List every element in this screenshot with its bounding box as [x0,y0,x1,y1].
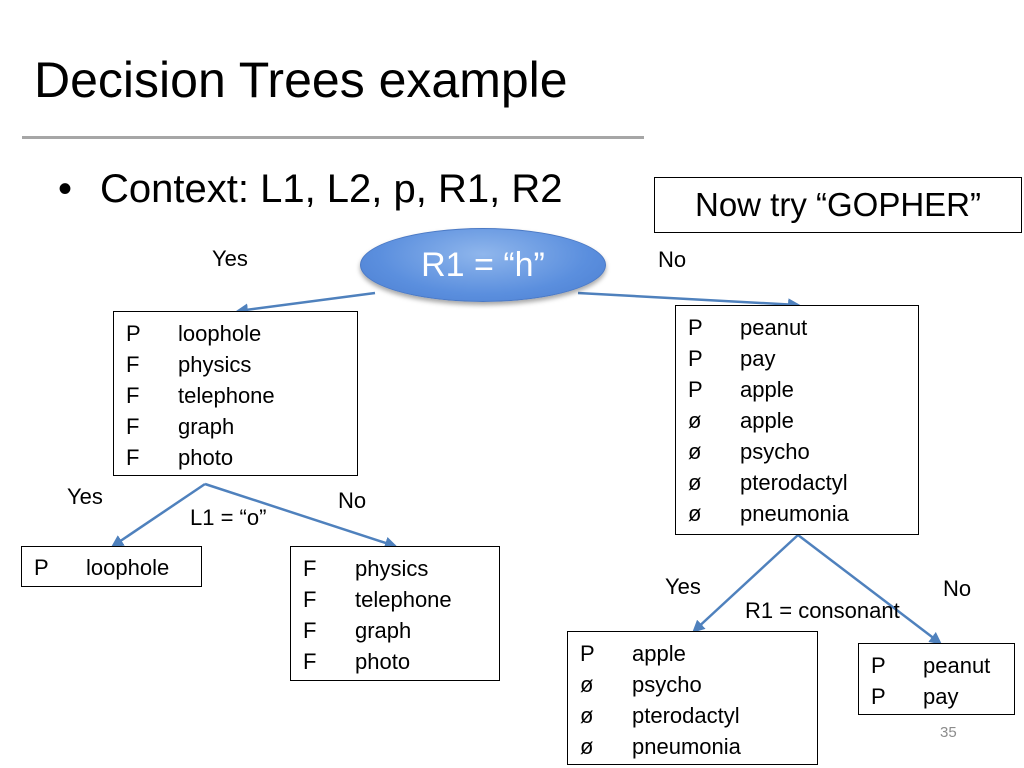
list-item: ø pneumonia [688,498,918,529]
word-text: apple [632,641,686,666]
word-text: physics [178,352,252,377]
list-item: ø psycho [688,436,918,467]
word-text: loophole [178,321,262,346]
gopher-callout-box: Now try “GOPHER” [654,177,1022,233]
right-no-label: No [943,576,972,601]
right-split-label: R1 = consonant [745,598,900,623]
right-yes-label: Yes [665,574,701,599]
class-label: ø [688,470,702,495]
class-label: F [303,649,317,674]
class-label: ø [580,734,594,759]
word-text: pay [923,684,959,709]
class-label: F [303,587,317,612]
left-no-label: No [338,488,367,513]
word-text: photo [178,445,234,470]
context-text: Context: L1, L2, p, R1, R2 [100,167,563,211]
word-text: peanut [740,315,808,340]
word-text: pterodactyl [632,703,740,728]
left-split-label: L1 = “o” [190,505,267,530]
root-no-label: No [658,247,687,272]
class-label: F [303,618,317,643]
word-text: psycho [740,439,810,464]
slide-number: 35 [940,724,957,741]
list-item: ø pterodactyl [688,467,918,498]
word-text: loophole [86,555,170,580]
edge-root-yes [235,291,376,316]
word-text: telephone [178,383,275,408]
class-label: F [126,352,140,377]
slide-title: Decision Trees example [34,52,568,108]
word-text: physics [355,556,429,581]
class-label: F [126,445,140,470]
word-text: psycho [632,672,702,697]
class-label: F [126,414,140,439]
class-label: P [871,653,886,678]
edge-left-yes [110,482,206,548]
class-label: P [688,315,703,340]
list-item: ø pneumonia [580,731,817,762]
word-text: apple [740,377,794,402]
edge-left-no [204,482,398,549]
word-text: pterodactyl [740,470,848,495]
word-text: pneumonia [740,501,849,526]
class-label: P [126,321,141,346]
class-label: P [688,346,703,371]
word-text: telephone [355,587,452,612]
list-item: ø psycho [580,669,817,700]
word-text: pneumonia [632,734,741,759]
bullet-dot: • [58,167,73,211]
class-label: ø [580,703,594,728]
word-text: graph [355,618,412,643]
word-text: pay [740,346,776,371]
word-text: peanut [923,653,991,678]
word-text: graph [178,414,235,439]
left-yes-label: Yes [67,484,103,509]
class-label: F [303,556,317,581]
list-item: ø apple [688,405,918,436]
title-divider [22,136,644,139]
class-label: ø [688,501,702,526]
edge-right-yes [692,534,799,633]
context-bullet: • Context: L1, L2, p, R1, R2 [58,166,562,212]
edge-root-no [577,291,801,311]
class-label: ø [688,408,702,433]
list-item: ø pterodactyl [580,700,817,731]
class-label: ø [688,439,702,464]
class-label: P [580,641,595,666]
word-text: photo [355,649,411,674]
class-label: P [688,377,703,402]
class-label: P [34,555,49,580]
class-label: ø [580,672,594,697]
class-label: F [126,383,140,408]
root-node: R1 = “h” [360,228,606,302]
class-label: P [871,684,886,709]
root-yes-label: Yes [212,246,248,271]
edge-right-no [797,534,942,645]
word-text: apple [740,408,794,433]
